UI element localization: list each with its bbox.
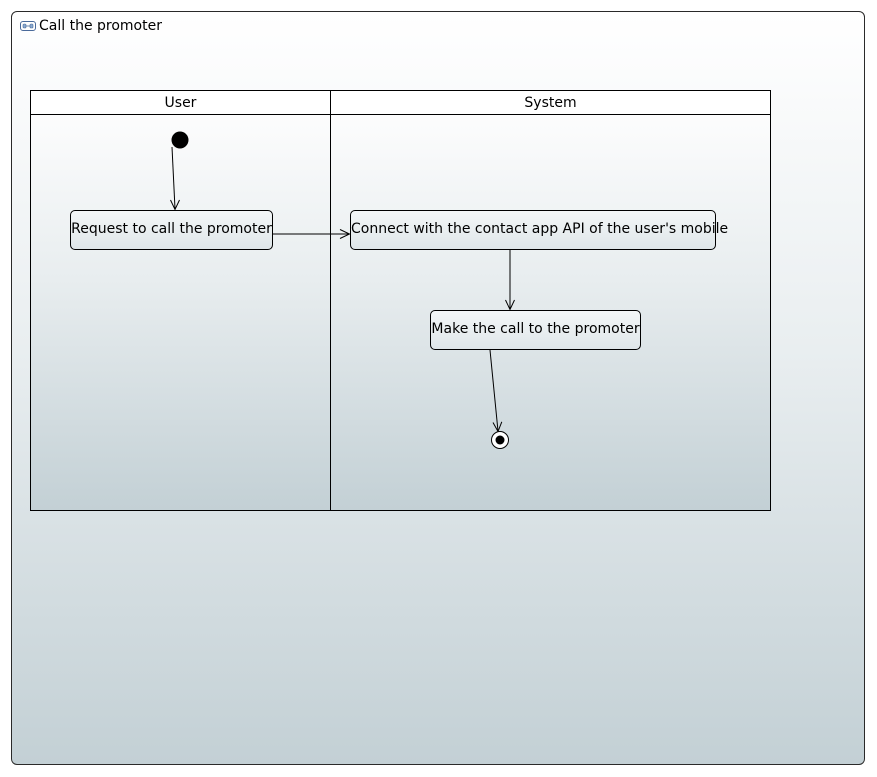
frame-header: Call the promoter: [20, 18, 162, 34]
action-request-call[interactable]: Request to call the promoter: [70, 210, 273, 250]
action-make-call[interactable]: Make the call to the promoter: [430, 310, 641, 350]
lane-system: System: [331, 91, 770, 510]
lane-header-system: System: [331, 91, 770, 115]
activity-icon: [20, 21, 36, 31]
diagram-title: Call the promoter: [39, 18, 162, 34]
action-connect-contact-api[interactable]: Connect with the contact app API of the …: [350, 210, 728, 250]
lane-header-user: User: [31, 91, 330, 115]
swimlane-partitions: User System: [30, 90, 771, 511]
lane-user: User: [31, 91, 331, 510]
